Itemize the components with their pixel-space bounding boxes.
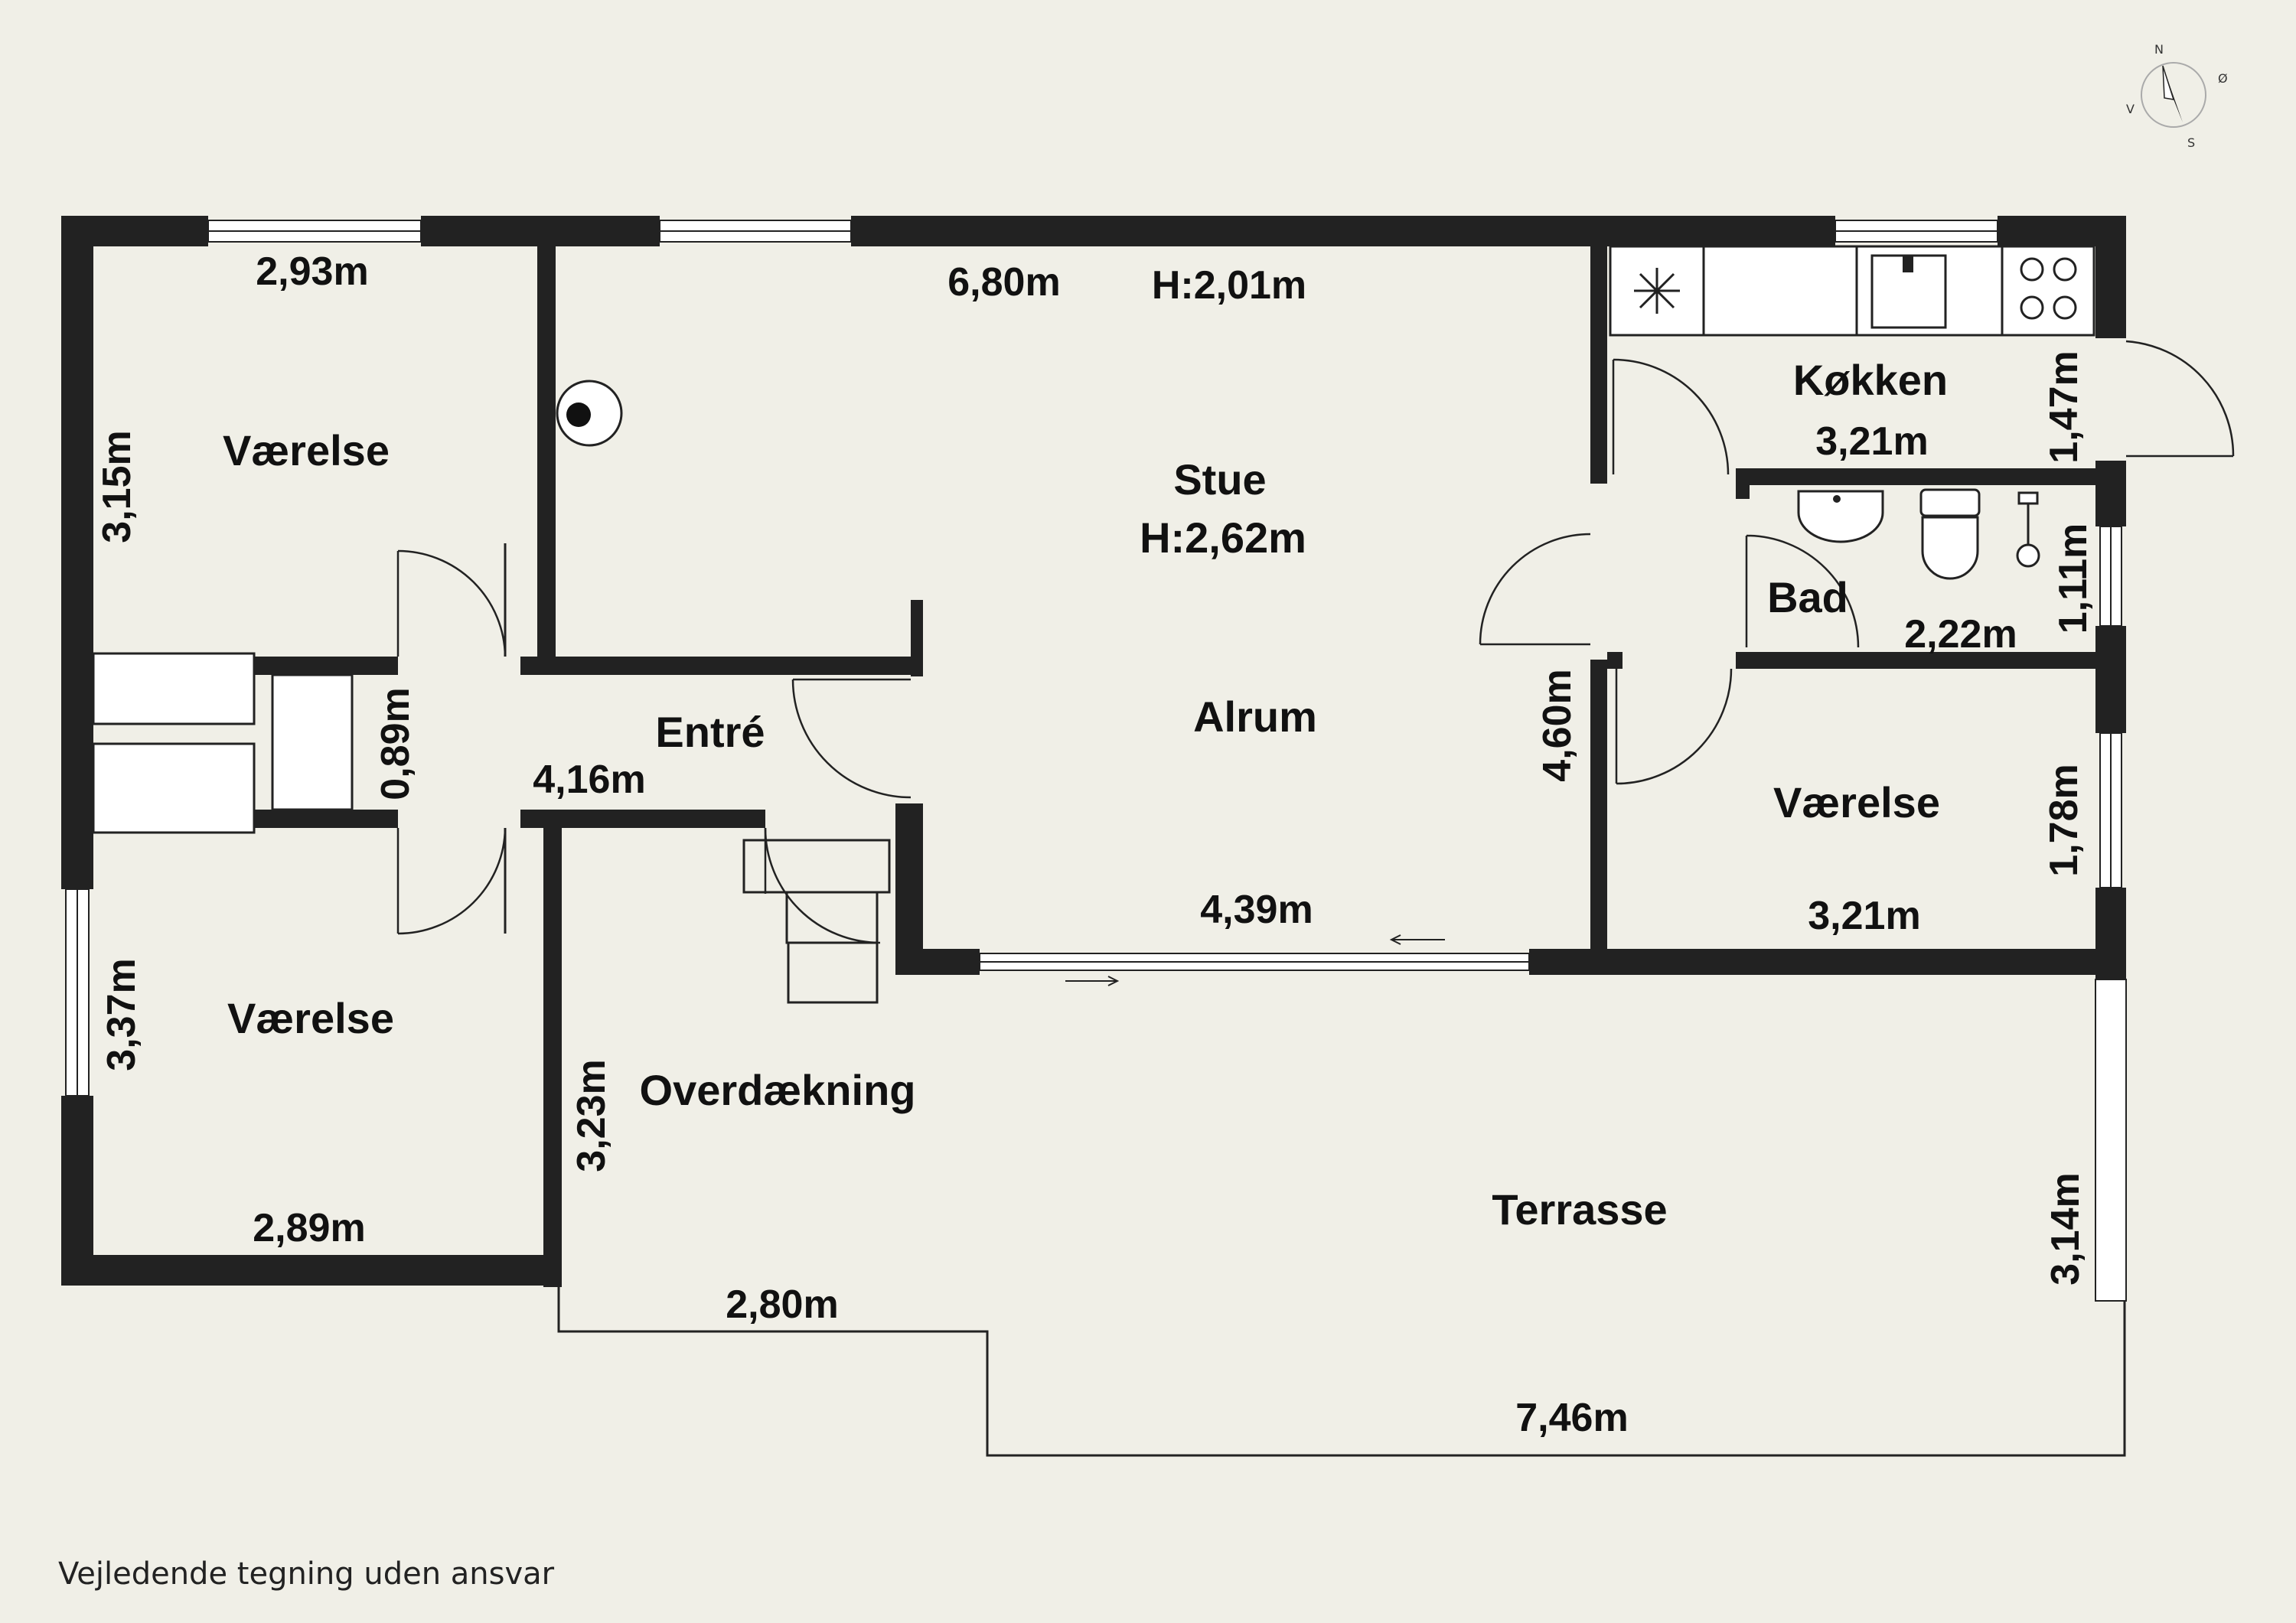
dim-koekken-height: 1,47m (2042, 350, 2086, 463)
dim-bad-width: 2,22m (1904, 612, 2017, 657)
dim-overdaekning-width: 2,80m (726, 1282, 838, 1327)
compass-s: S (2187, 135, 2195, 150)
room-label-stue: Stue (1173, 455, 1266, 504)
dim-terrasse-width: 7,46m (1515, 1396, 1628, 1440)
room-label-stue-height: H:2,62m (1140, 513, 1306, 562)
room-label-overdaekning: Overdækning (640, 1066, 916, 1114)
room-label-vaerelse-top-left: Værelse (223, 426, 390, 474)
sliding-arrows (1065, 934, 1445, 986)
dim-koekken-width: 3,21m (1815, 419, 1928, 464)
toilet-icon (1919, 488, 1981, 580)
cooktop-icon (2020, 257, 2077, 320)
room-label-bad: Bad (1767, 573, 1848, 621)
compass-v: V (2126, 102, 2135, 116)
fixtures (92, 245, 2095, 834)
shower-icon (2016, 491, 2040, 568)
dim-bottom-left-height: 3,37m (99, 958, 144, 1071)
dim-entre-height: 0,89m (373, 687, 418, 800)
footer-disclaimer: Vejledende tegning uden ansvar (58, 1556, 555, 1592)
stairs (742, 839, 891, 1004)
windows (65, 220, 2127, 1302)
room-label-koekken: Køkken (1793, 356, 1948, 404)
dim-right-room-height: 1,78m (2042, 764, 2086, 876)
room-labels: Værelse Værelse Stue H:2,62m Alrum Entré… (223, 356, 1948, 1234)
dim-overdaekning-height: 3,23m (569, 1059, 614, 1172)
dim-alrum-height-top: H:2,01m (1152, 263, 1306, 308)
bath-sink-icon (1797, 490, 1884, 543)
dim-right-room-width: 3,21m (1808, 894, 1920, 938)
compass: N S V Ø (2126, 42, 2228, 150)
dim-bottom-left-width: 2,89m (253, 1206, 365, 1250)
dim-entre-width: 4,16m (533, 758, 645, 802)
terrace-outline (557, 1286, 2126, 1457)
doors (396, 340, 2235, 944)
dim-stue-width: 6,80m (947, 260, 1060, 305)
room-label-terrasse: Terrasse (1492, 1185, 1667, 1234)
fan-icon (1634, 268, 1680, 314)
dimension-labels: 2,93m 3,15m 6,80m H:2,01m 4,16m 0,89m 3,… (95, 249, 2095, 1440)
dim-top-left-height: 3,15m (95, 430, 139, 543)
dim-top-left-width: 2,93m (256, 249, 368, 294)
room-label-vaerelse-right: Værelse (1773, 778, 1940, 826)
dim-terrasse-height: 3,14m (2043, 1172, 2088, 1285)
room-label-alrum: Alrum (1193, 693, 1317, 741)
compass-n: N (2154, 42, 2164, 57)
compass-icon (2141, 62, 2206, 128)
dim-alrum-height: 4,60m (1535, 669, 1580, 781)
room-label-entre: Entré (655, 708, 765, 756)
room-label-vaerelse-bottom-left: Værelse (227, 994, 394, 1042)
dim-alrum-width: 4,39m (1200, 888, 1313, 932)
dim-bad-height: 1,11m (2051, 523, 2095, 634)
walls (61, 216, 2126, 1287)
compass-o: Ø (2218, 71, 2228, 86)
